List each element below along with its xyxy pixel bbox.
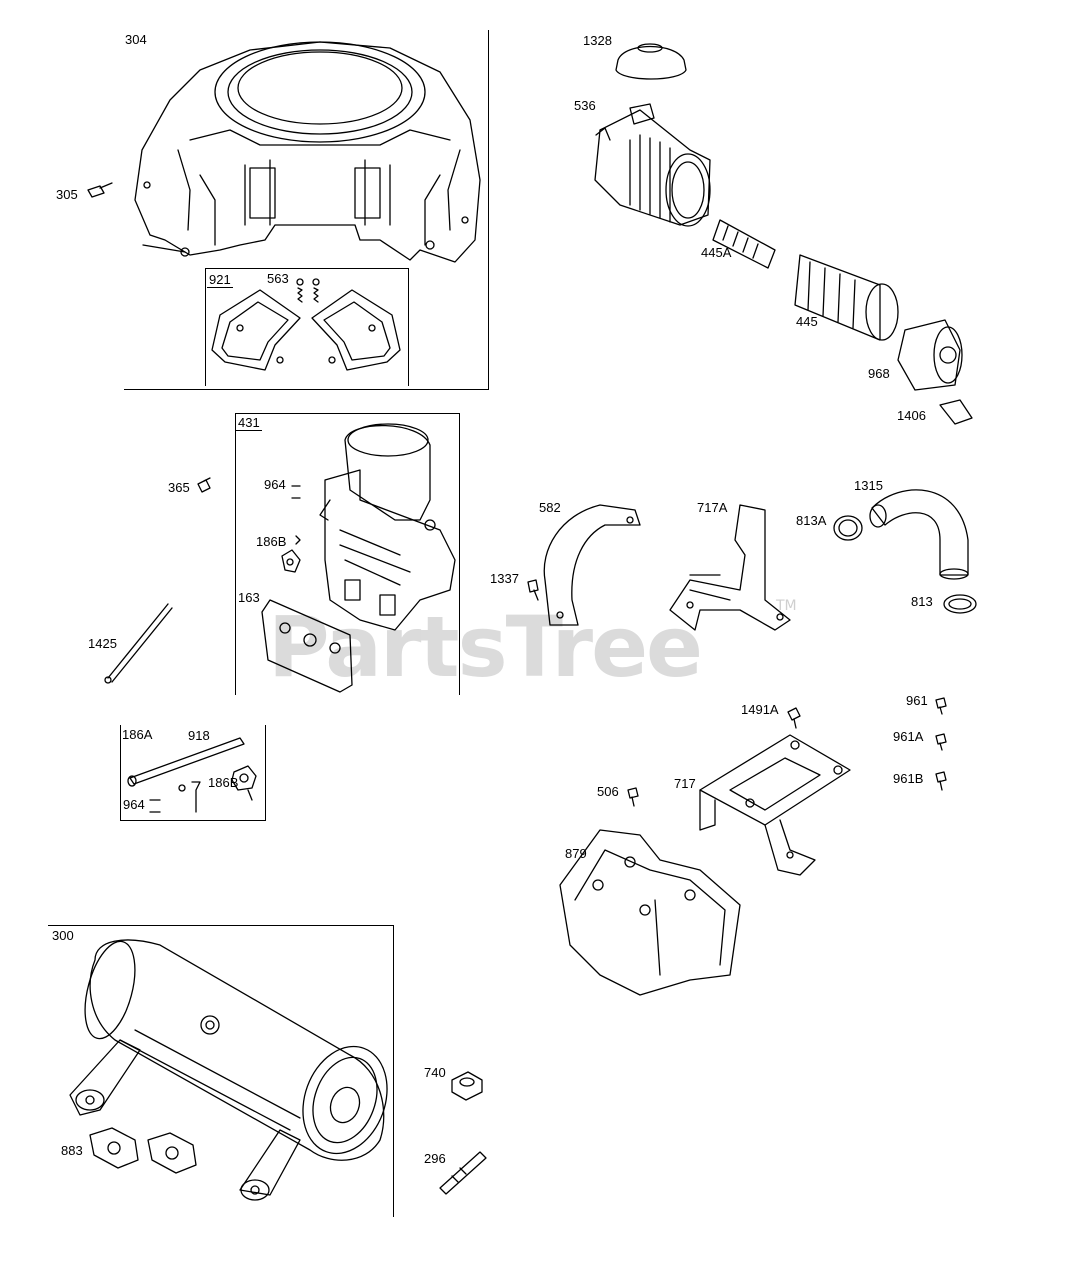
label-445A: 445A bbox=[701, 245, 732, 260]
label-961A: 961A bbox=[893, 729, 924, 744]
label-968: 968 bbox=[868, 366, 890, 381]
frame-label-304: 304 bbox=[125, 32, 147, 47]
label-883: 883 bbox=[61, 1143, 83, 1158]
screw-1337-drawing bbox=[527, 579, 539, 601]
screw-365-drawing bbox=[197, 477, 211, 493]
bracket-717-drawing bbox=[699, 734, 851, 876]
label-582: 582 bbox=[539, 500, 561, 515]
watermark-tm: TM bbox=[776, 598, 797, 614]
label-1491A: 1491A bbox=[741, 702, 779, 717]
nut-740-drawing bbox=[451, 1071, 483, 1101]
label-1406: 1406 bbox=[897, 408, 926, 423]
label-1425: 1425 bbox=[88, 636, 117, 651]
carburetor-431-drawing bbox=[319, 423, 456, 631]
label-1315: 1315 bbox=[854, 478, 883, 493]
gaskets-883-drawing bbox=[89, 1127, 197, 1174]
screw-305-drawing bbox=[87, 182, 113, 198]
label-296: 296 bbox=[424, 1151, 446, 1166]
frame-921-baffles bbox=[205, 268, 409, 386]
label-961: 961 bbox=[906, 693, 928, 708]
label-506: 506 bbox=[597, 784, 619, 799]
screw-506-drawing bbox=[627, 787, 639, 807]
frame-304-blower-housing bbox=[124, 30, 489, 390]
frame-186A-fuel-line bbox=[120, 725, 266, 821]
label-717A: 717A bbox=[697, 500, 728, 515]
screws-563-drawing bbox=[296, 278, 320, 303]
label-879: 879 bbox=[565, 846, 587, 861]
frame-label-186A: 186A bbox=[122, 727, 153, 742]
bracket-582-drawing bbox=[543, 504, 641, 626]
inner-filter-445A-drawing bbox=[712, 219, 776, 269]
label-445: 445 bbox=[796, 314, 818, 329]
label-740: 740 bbox=[424, 1065, 446, 1080]
stud-296-drawing bbox=[439, 1151, 487, 1195]
frame-label-431: 431 bbox=[236, 415, 262, 431]
muffler-300-drawing bbox=[69, 939, 388, 1201]
frame-label-300: 300 bbox=[52, 928, 74, 943]
heat-shield-879-drawing bbox=[559, 829, 741, 996]
label-163: 163 bbox=[238, 590, 260, 605]
fuel-line-918-drawing bbox=[127, 737, 245, 787]
cover-968-drawing bbox=[897, 319, 963, 391]
blower-housing-304-drawing bbox=[134, 41, 481, 263]
label-961B: 961B bbox=[893, 771, 924, 786]
part-1406-drawing bbox=[939, 399, 973, 425]
label-365: 365 bbox=[168, 480, 190, 495]
label-1337: 1337 bbox=[490, 571, 519, 586]
label-1328: 1328 bbox=[583, 33, 612, 48]
clamp-813-drawing bbox=[943, 594, 977, 614]
label-536: 536 bbox=[574, 98, 596, 113]
label-964-fuel-line: 964 bbox=[123, 797, 145, 812]
bracket-717A-drawing bbox=[669, 504, 791, 631]
clips-964-drawing bbox=[149, 781, 201, 813]
hose-1315-drawing bbox=[869, 489, 969, 580]
label-813: 813 bbox=[911, 594, 933, 609]
air-cleaner-housing-536-drawing bbox=[594, 103, 711, 227]
fitting-186B-b-drawing bbox=[231, 765, 257, 801]
gasket-163-drawing bbox=[261, 599, 353, 693]
label-918: 918 bbox=[188, 728, 210, 743]
stud-1425-drawing bbox=[104, 603, 173, 684]
cap-1328-drawing bbox=[615, 43, 687, 80]
baffles-921-drawing bbox=[211, 289, 401, 371]
label-717: 717 bbox=[674, 776, 696, 791]
label-813A: 813A bbox=[796, 513, 827, 528]
label-186B-fuel-line: 186B bbox=[208, 775, 239, 790]
label-305: 305 bbox=[56, 187, 78, 202]
label-964-carburetor: 964 bbox=[264, 477, 286, 492]
frame-431-carburetor bbox=[235, 413, 460, 695]
label-186B-carburetor: 186B bbox=[256, 534, 287, 549]
label-563: 563 bbox=[267, 271, 289, 286]
frame-300-muffler bbox=[48, 925, 394, 1217]
screws-961-drawing bbox=[935, 697, 947, 791]
frame-label-921: 921 bbox=[207, 272, 233, 288]
clamp-813A-drawing bbox=[833, 515, 863, 541]
screw-1491A-drawing bbox=[787, 707, 801, 729]
filter-445-drawing bbox=[794, 254, 899, 341]
fitting-186B-drawing bbox=[281, 535, 301, 573]
clip-964-drawing bbox=[291, 485, 301, 499]
